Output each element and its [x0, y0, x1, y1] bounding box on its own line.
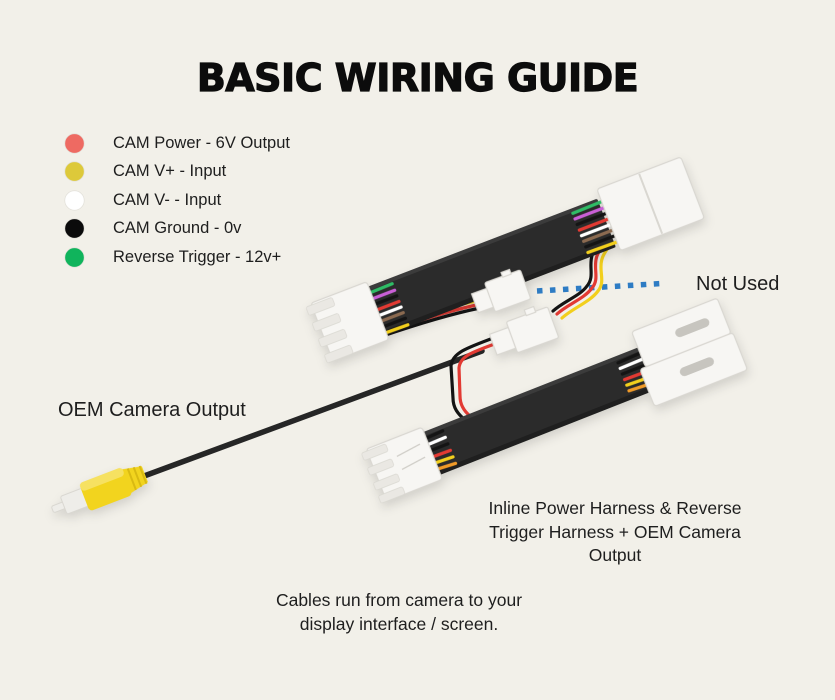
connector-ridge	[318, 329, 348, 348]
legend-label-cam-vplus: CAM V+ - Input	[113, 162, 227, 181]
lower-harness	[361, 298, 748, 504]
rca-body-highlight	[79, 468, 124, 491]
cam-vplus-dot-icon	[64, 161, 85, 182]
caption-line: Output	[588, 545, 642, 565]
caption-line: Inline Power Harness & Reverse	[488, 498, 742, 518]
legend-row-reverse-trigger: Reverse Trigger - 12v+	[64, 243, 290, 272]
page-title: BASIC WIRING GUIDE	[196, 55, 639, 100]
upper-harness-right-connector	[597, 157, 705, 251]
legend-label-cam-ground: CAM Ground - 0v	[113, 219, 242, 238]
connector-latch	[523, 305, 537, 317]
not-used-connector	[470, 268, 531, 314]
lower-harness-right-connector	[631, 298, 748, 407]
connector-ridge	[378, 486, 406, 504]
rca-ridge	[126, 468, 137, 491]
legend-dot-circle	[64, 161, 85, 182]
legend-label-cam-vminus: CAM V- - Input	[113, 190, 222, 209]
rca-connector	[51, 465, 148, 515]
trigger-wire-yellow	[560, 241, 615, 320]
ribbon-highlight	[421, 346, 643, 437]
legend-dot-circle	[64, 247, 85, 268]
connector-latch	[500, 268, 512, 278]
cable-run-caption: Cables run from camera to your display i…	[244, 589, 554, 636]
legend-row-cam-ground: CAM Ground - 0v	[64, 215, 290, 244]
cam-ground-dot-icon	[64, 218, 85, 239]
connector-detail-line	[396, 443, 421, 457]
legend-dot-circle	[64, 190, 85, 211]
caption-line: display interface / screen.	[299, 613, 499, 634]
legend-label-reverse-trigger: Reverse Trigger - 12v+	[113, 247, 282, 266]
lower-harness-left-connector	[361, 427, 443, 504]
not-used-dotted-line	[536, 280, 663, 294]
connector-detail-line	[401, 456, 426, 470]
legend-dot-circle	[64, 218, 85, 239]
connector-slot	[679, 357, 714, 377]
connector-ridge	[373, 473, 400, 491]
cam-vminus-dot-icon	[64, 190, 85, 211]
connector-ridge	[367, 458, 395, 476]
legend-row-cam-vplus: CAM V+ - Input	[64, 158, 290, 187]
rca-body	[79, 468, 132, 511]
wire-color-legend: CAM Power - 6V Output CAM V+ - Input CAM…	[64, 129, 290, 272]
reverse-trigger-dot-icon	[64, 247, 85, 268]
connector-ridge	[324, 345, 354, 364]
upper-harness	[306, 157, 705, 364]
trigger-wire-red	[555, 239, 610, 316]
legend-row-cam-power: CAM Power - 6V Output	[64, 129, 290, 158]
upper-harness-ribbon	[367, 199, 616, 336]
rca-ridge	[132, 466, 143, 488]
inline-power-connector	[488, 305, 559, 356]
connector-ridge	[306, 297, 335, 316]
connector-slot	[675, 318, 710, 338]
rca-ridge	[138, 465, 148, 485]
power-wire-black	[449, 335, 498, 422]
power-wire-red	[457, 340, 502, 418]
cam-power-dot-icon	[64, 133, 85, 154]
oem-camera-cable	[133, 348, 485, 482]
legend-row-cam-vminus: CAM V- - Input	[64, 186, 290, 215]
inline-harness-caption: Inline Power Harness & Reverse Trigger H…	[450, 497, 780, 568]
connector-ridge	[312, 313, 342, 332]
ribbon-highlight	[366, 198, 599, 291]
upper-harness-left-connector	[306, 281, 389, 364]
legend-label-cam-power: CAM Power - 6V Output	[113, 133, 290, 152]
caption-line: Trigger Harness + OEM Camera	[489, 521, 741, 542]
connector-divider	[638, 173, 664, 235]
oem-camera-output-label: OEM Camera Output	[58, 399, 246, 421]
legend-dot-circle	[64, 133, 85, 154]
not-used-label: Not Used	[696, 273, 780, 295]
connector-ridge	[361, 443, 389, 461]
caption-line: Cables run from camera to your	[275, 590, 523, 610]
ribbon-shadow	[436, 384, 658, 476]
lower-harness-ribbon	[422, 347, 657, 475]
